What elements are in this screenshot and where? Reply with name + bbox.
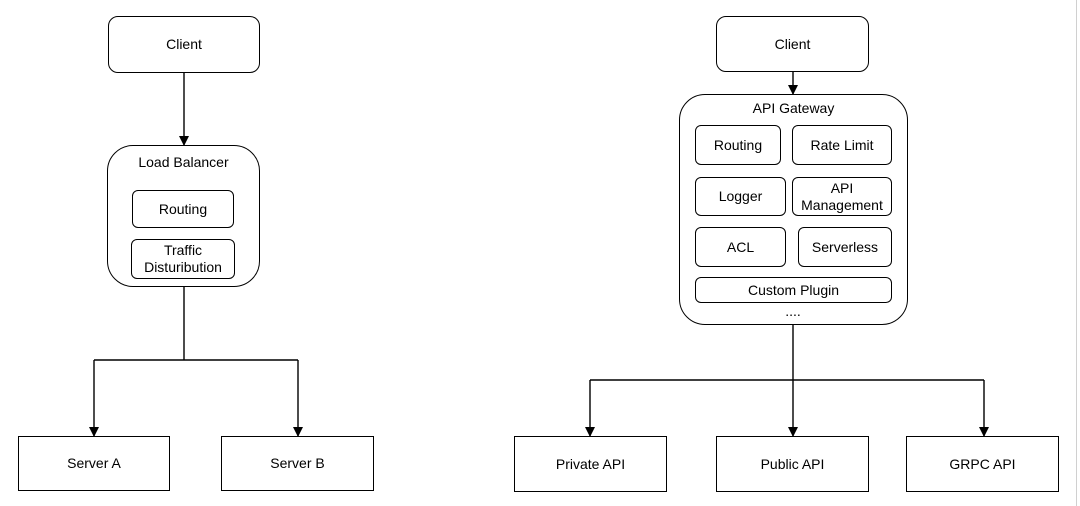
api-gateway-title: API Gateway bbox=[752, 100, 835, 116]
lb-routing-label: Routing bbox=[158, 200, 208, 217]
gw-acl-node: ACL bbox=[695, 227, 786, 267]
gw-api-management-line1: API bbox=[830, 179, 854, 196]
lb-routing-node: Routing bbox=[132, 190, 234, 228]
lb-traffic-distribution-node: Traffic Disturibution bbox=[131, 239, 235, 279]
grpc-api-node: GRPC API bbox=[906, 436, 1059, 492]
server-a-label: Server A bbox=[67, 455, 121, 471]
gw-rate-limit-node: Rate Limit bbox=[792, 125, 892, 165]
private-api-node: Private API bbox=[514, 436, 667, 492]
gw-serverless-label: Serverless bbox=[811, 238, 879, 255]
gw-api-management-line2: Management bbox=[801, 196, 883, 213]
gw-custom-plugin-label: Custom Plugin bbox=[747, 281, 840, 298]
right-client-node: Client bbox=[716, 16, 869, 72]
gw-routing-label: Routing bbox=[713, 136, 763, 153]
connector-load-balancer-to-servers bbox=[94, 287, 298, 361]
left-client-node: Client bbox=[108, 16, 260, 73]
connector-gateway-to-apis bbox=[590, 325, 984, 381]
left-client-label: Client bbox=[166, 36, 202, 52]
gw-routing-node: Routing bbox=[695, 125, 781, 165]
gw-more-ellipsis: .... bbox=[785, 303, 801, 319]
gw-api-management-node: API Management bbox=[792, 177, 892, 216]
right-edge-divider bbox=[1076, 0, 1077, 506]
right-client-label: Client bbox=[774, 35, 811, 52]
server-a-node: Server A bbox=[18, 436, 170, 491]
load-balancer-title: Load Balancer bbox=[138, 154, 229, 170]
private-api-label: Private API bbox=[555, 455, 626, 472]
gw-acl-label: ACL bbox=[726, 238, 755, 255]
gw-rate-limit-label: Rate Limit bbox=[810, 136, 874, 153]
public-api-label: Public API bbox=[760, 455, 825, 472]
public-api-node: Public API bbox=[716, 436, 869, 492]
lb-traffic-line1: Traffic bbox=[163, 242, 203, 258]
grpc-api-label: GRPC API bbox=[949, 455, 1016, 472]
server-b-label: Server B bbox=[270, 455, 325, 471]
server-b-node: Server B bbox=[221, 436, 374, 491]
gw-custom-plugin-node: Custom Plugin bbox=[695, 277, 892, 303]
gw-serverless-node: Serverless bbox=[798, 227, 892, 267]
gw-logger-node: Logger bbox=[695, 177, 786, 216]
gw-logger-label: Logger bbox=[718, 188, 763, 204]
lb-traffic-line2: Disturibution bbox=[144, 259, 222, 275]
